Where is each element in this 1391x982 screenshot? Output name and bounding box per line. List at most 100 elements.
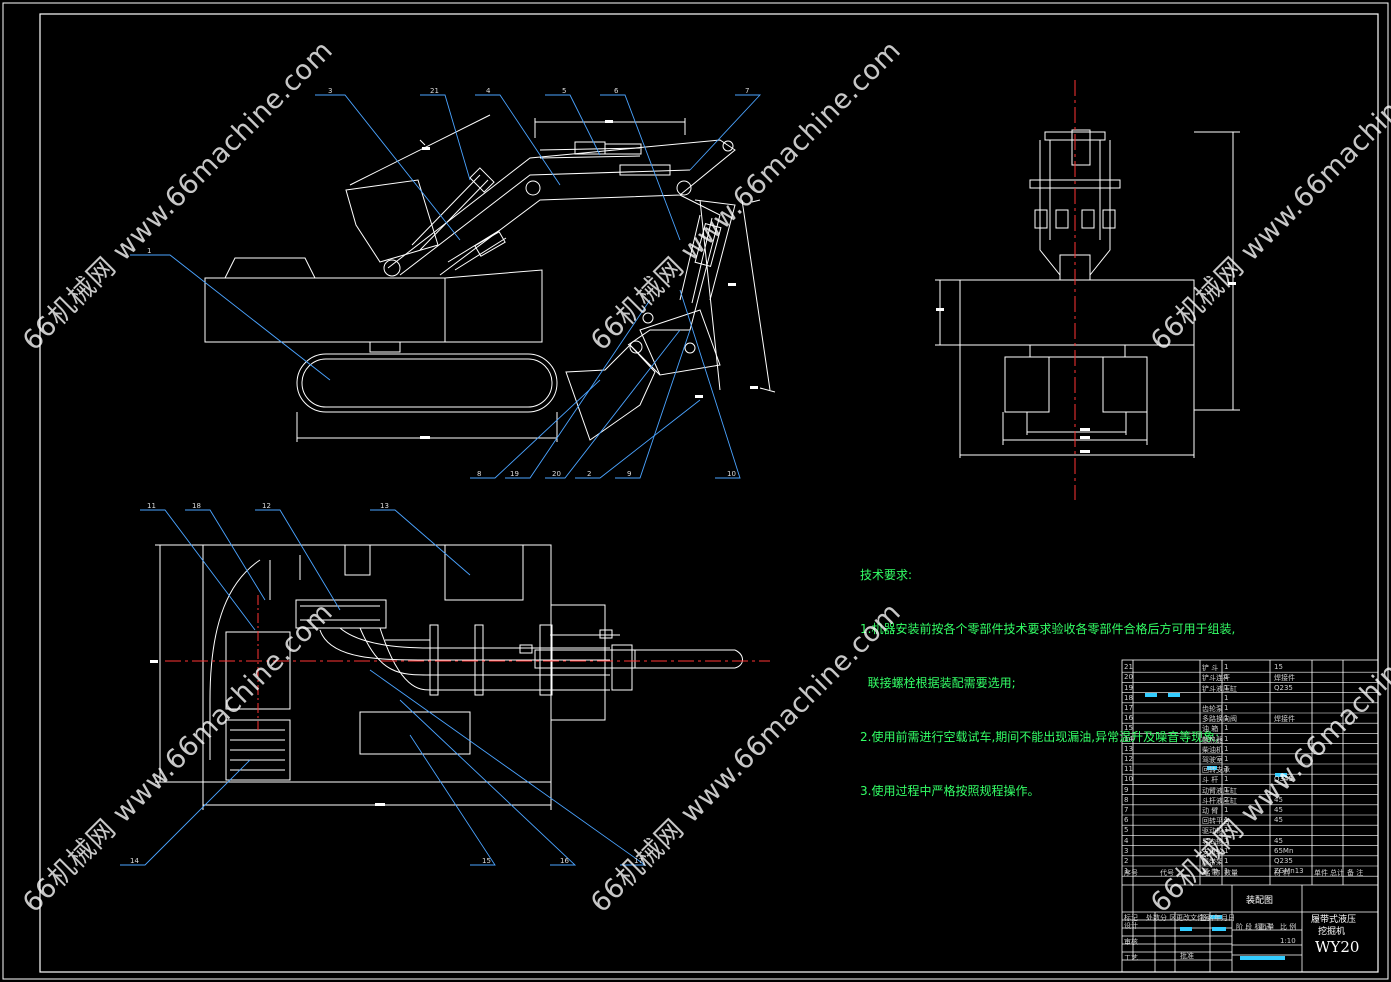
part-label: 9	[627, 470, 631, 478]
drawing-name: 装配图	[1246, 896, 1274, 906]
parts-row-name: 动 臂	[1202, 807, 1219, 815]
parts-row-number: 2	[1124, 857, 1129, 865]
part-label: 8	[477, 470, 481, 478]
parts-row-number: 16	[1124, 714, 1133, 723]
part-label: 4	[486, 87, 491, 95]
part-label: 18	[192, 502, 201, 510]
parts-row-number: 13	[1124, 744, 1133, 753]
tech-line-3: 2.使用前需进行空载试车,期间不能出现漏油,异常温升及噪音等现象;	[860, 730, 1220, 744]
approve-label: 批准	[1180, 952, 1194, 960]
parts-row-number: 19	[1124, 683, 1133, 692]
parts-row-qty: 1	[1224, 826, 1229, 835]
parts-row-number: 5	[1124, 826, 1129, 835]
parts-row-number: 20	[1124, 673, 1133, 682]
parts-row-number: 8	[1124, 795, 1129, 804]
parts-row-name: 回转支承	[1202, 766, 1230, 775]
parts-row-name: 齿轮泵	[1202, 705, 1223, 713]
parts-row-qty: 1	[1224, 867, 1229, 876]
parts-row-material: 65Mn	[1274, 846, 1294, 855]
parts-row-material: 焊接件	[1274, 715, 1295, 724]
parts-row-name: 动臂液压缸	[1202, 786, 1237, 795]
parts-row-qty: 1	[1224, 816, 1229, 825]
part-label: 11	[147, 502, 156, 510]
parts-row-material: 焊接件	[1274, 674, 1295, 683]
parts-row-qty: 1	[1224, 704, 1229, 712]
parts-row-qty: 1	[1224, 734, 1229, 743]
parts-row-number: 4	[1124, 836, 1129, 845]
stage-label: 重 量	[1258, 923, 1275, 931]
parts-row-name: 散热器	[1202, 735, 1223, 744]
tech-line-1: 1.机器安装前按各个零部件技术要求验收各零部件合格后方可用于组装,	[860, 622, 1236, 636]
side-view	[204, 114, 776, 442]
inner-frame	[39, 13, 1379, 973]
parts-row-material: Q235	[1274, 857, 1293, 865]
parts-row-material: 45	[1274, 836, 1283, 845]
parts-header-cell: 代号	[1160, 869, 1174, 877]
parts-row-number: 12	[1124, 755, 1133, 763]
parts-row-name: 支重轮	[1202, 847, 1223, 856]
parts-row-name: 斗 杆	[1202, 776, 1219, 785]
sign-label: 更改文件号	[1176, 914, 1211, 922]
parts-list-rows	[1122, 671, 1378, 877]
parts-row-qty: 1	[1224, 724, 1229, 733]
parts-row-material: Q345	[1274, 775, 1293, 784]
parts-row-qty: 1	[1224, 673, 1229, 682]
parts-row-number: 1	[1124, 867, 1129, 876]
tech-line-4: 3.使用过程中严格按照规程操作。	[860, 784, 1040, 798]
parts-row-number: 3	[1124, 846, 1129, 855]
parts-row-qty: 1	[1224, 857, 1229, 865]
tech-line-2: 联接螺栓根据装配需要选用;	[860, 676, 1016, 690]
parts-row-name: 柴油机	[1202, 745, 1223, 754]
part-label: 2	[587, 470, 591, 478]
parts-row-number: 14	[1124, 734, 1133, 743]
part-label: 6	[614, 87, 619, 95]
parts-row-qty: 1	[1224, 785, 1229, 794]
parts-row-name: 驱动轮	[1202, 827, 1223, 836]
part-label: 19	[510, 470, 519, 478]
parts-row-qty: 1	[1224, 765, 1229, 774]
side-leaders	[130, 94, 762, 479]
parts-row-qty: 1	[1224, 663, 1229, 672]
parts-row-material: 15	[1274, 663, 1283, 672]
parts-row-name: 履带架	[1202, 858, 1223, 866]
parts-row-material: 45	[1274, 806, 1283, 814]
sign-label: 年月日	[1214, 914, 1235, 922]
part-label: 20	[552, 470, 561, 478]
parts-row-name: 回转平台	[1202, 817, 1230, 826]
parts-row-number: 18	[1124, 693, 1133, 702]
part-label: 10	[727, 470, 736, 478]
parts-header-cell: 总计	[1330, 869, 1344, 877]
parts-row-name: 铲斗液压缸	[1202, 684, 1237, 693]
parts-row-qty: 1	[1224, 836, 1229, 845]
title-block-redactions	[1145, 693, 1287, 960]
parts-header-cell: 单件	[1314, 869, 1328, 877]
parts-row-material: 45	[1274, 816, 1283, 825]
parts-row-name: 铲斗连杆	[1202, 674, 1230, 683]
parts-row-qty: 1	[1224, 714, 1229, 723]
stage-label: 比 例	[1280, 923, 1297, 931]
parts-row-number: 10	[1124, 775, 1133, 784]
parts-row-material: Q235	[1274, 683, 1293, 692]
parts-row-number: 11	[1124, 765, 1133, 774]
scale-value: 1:10	[1280, 937, 1296, 945]
parts-row-qty: 2	[1224, 795, 1229, 804]
parts-row-number: 9	[1124, 785, 1129, 794]
parts-row-material: ZGMn13	[1274, 867, 1304, 876]
drawing-code: WY20	[1315, 938, 1360, 956]
top-leaders	[120, 509, 647, 866]
parts-row-qty: 1	[1224, 683, 1229, 692]
top-dim-marks	[150, 660, 385, 806]
sign-label: 处数	[1146, 914, 1160, 922]
side-dim-marks	[420, 120, 758, 439]
parts-row-name: 铲 斗	[1202, 664, 1219, 673]
parts-row-name: 油 箱	[1202, 725, 1219, 734]
front-dim-marks	[936, 282, 1236, 453]
sign-row-label: 审核	[1124, 938, 1138, 946]
part-label: 17	[634, 857, 643, 865]
parts-row-qty: 1	[1224, 755, 1229, 763]
parts-row-qty: 1	[1224, 846, 1229, 855]
parts-header-cell: 名 称	[1204, 869, 1221, 877]
title-block	[1121, 659, 1379, 973]
